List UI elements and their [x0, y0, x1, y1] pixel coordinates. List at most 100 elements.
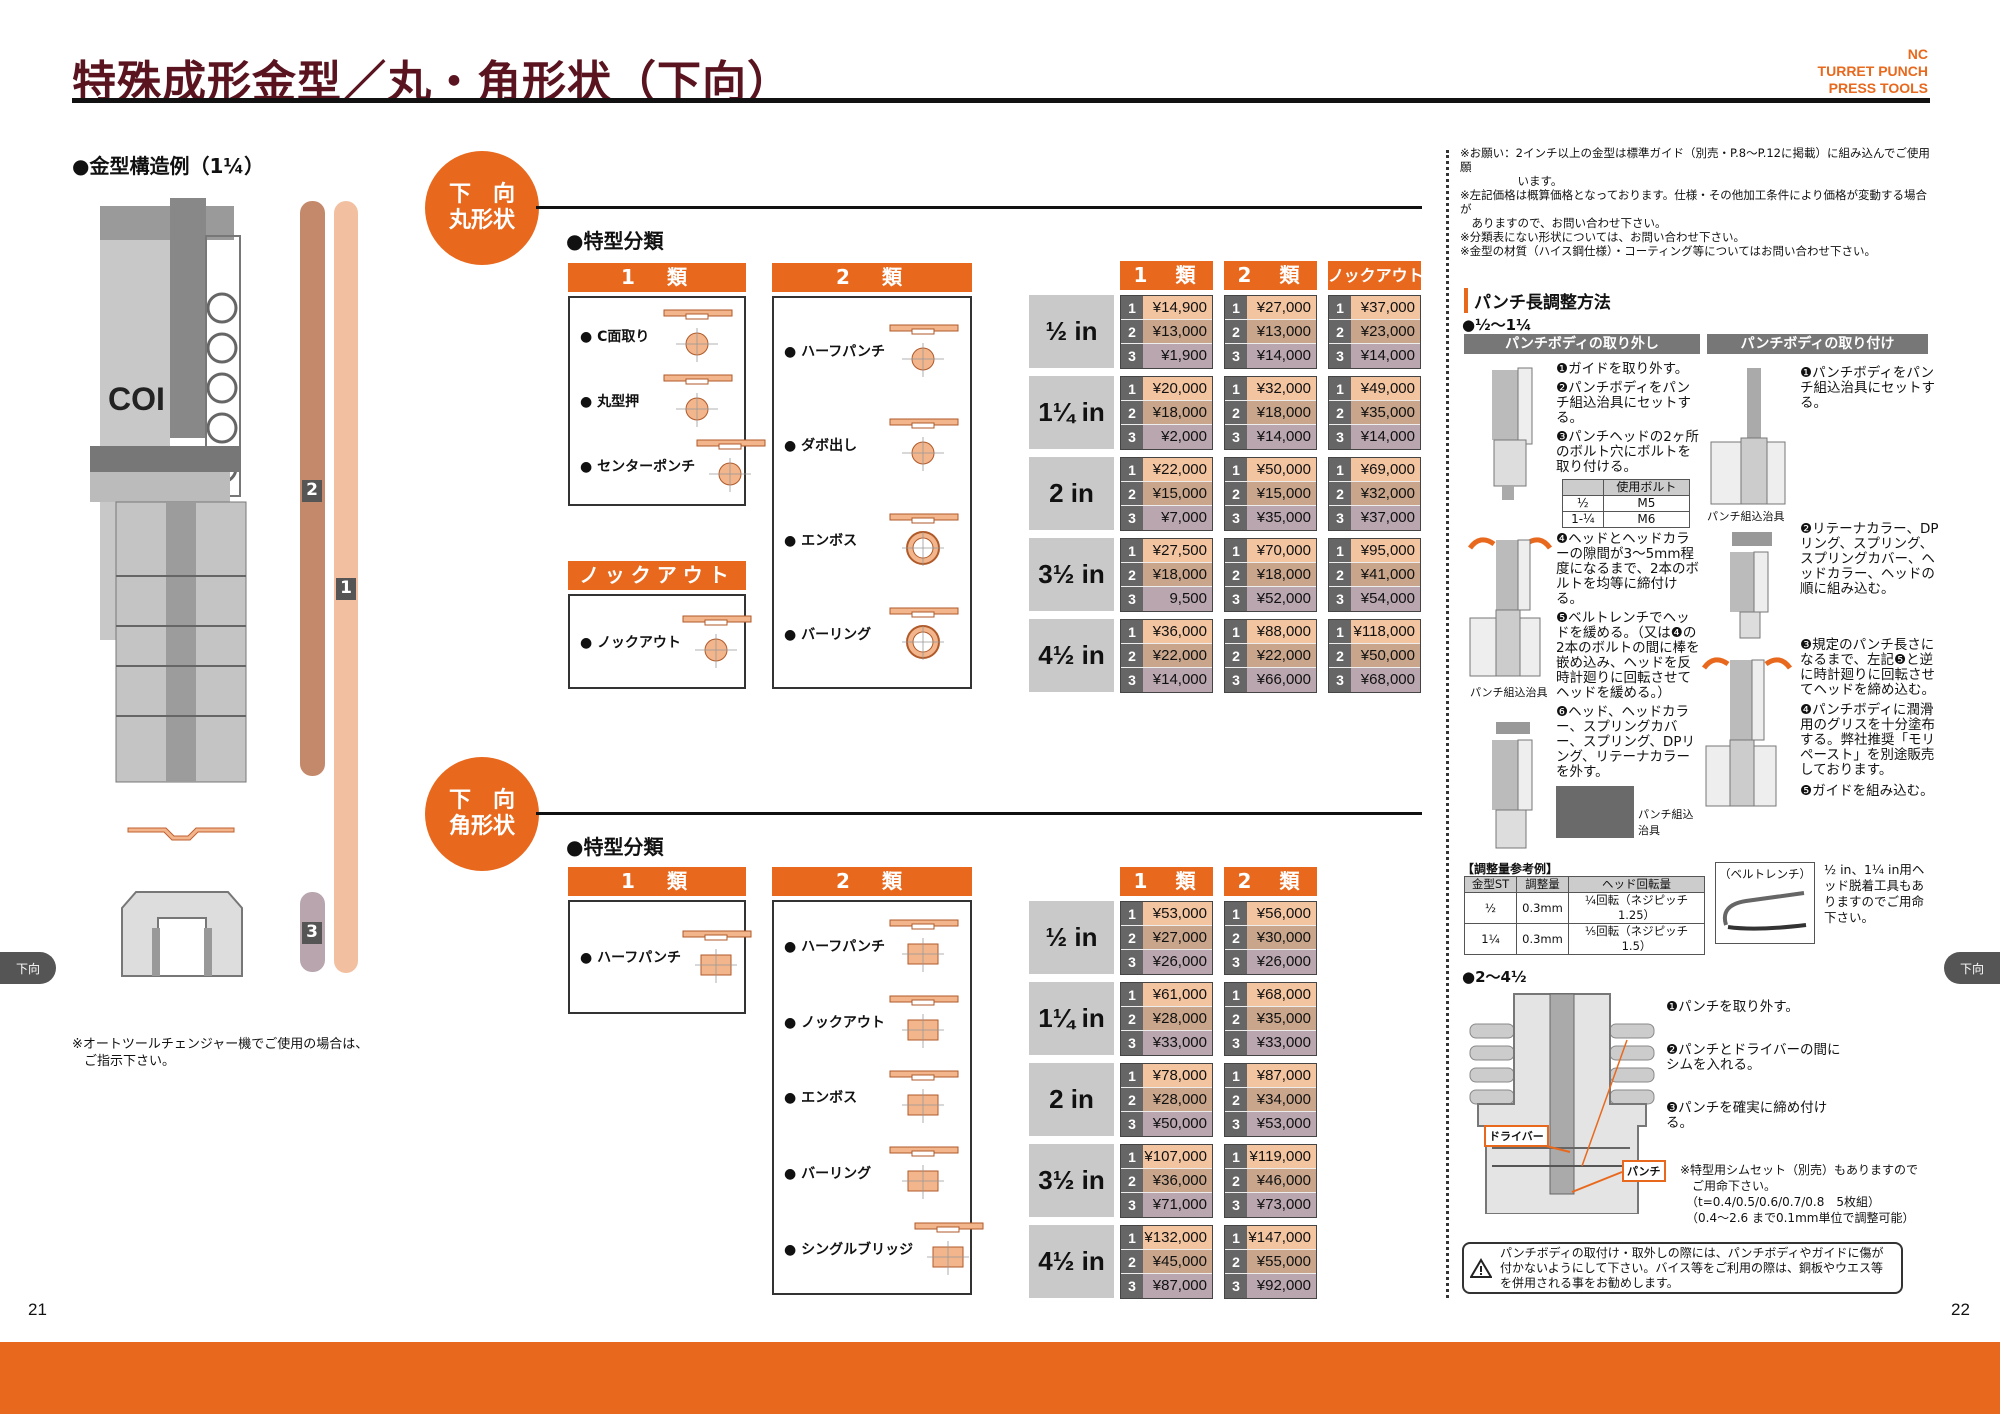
price-value: ¥32,000	[1351, 482, 1420, 505]
price-value: ¥35,000	[1247, 1007, 1316, 1030]
section-rule	[536, 206, 1422, 209]
atc-note: ※オートツールチェンジャー機でご使用の場合は、 ご指示下さい。	[72, 1036, 368, 1070]
class-item: ● バーリング	[784, 1141, 960, 1205]
price-value: ¥23,000	[1351, 320, 1420, 343]
cell: ¼回転（ネジピッチ1.25）	[1568, 892, 1705, 924]
grade-number: 1	[1225, 902, 1247, 925]
class-header: 1 類	[568, 263, 746, 292]
large-steps: ❶パンチを取り外す。 ❷パンチとドライバーの間にシムを入れる。 ❸パンチを確実に…	[1666, 1000, 1846, 1131]
class-box: ● C面取り● 丸型押● センターポンチ	[568, 296, 766, 506]
price-value: ¥132,000	[1143, 1226, 1212, 1249]
price-value: ¥14,900	[1143, 296, 1212, 319]
price-row: 2¥15,000	[1225, 482, 1316, 506]
punch-in-jig-illustration	[1467, 537, 1553, 677]
grade-number: 3	[1329, 506, 1351, 530]
price-value: ¥7,000	[1143, 506, 1212, 530]
price-value: ¥1,900	[1143, 344, 1212, 368]
grade-number: 2	[1121, 401, 1143, 424]
cell: ⅕回転（ネジピッチ1.5）	[1568, 923, 1705, 955]
price-row: 3¥7,000	[1121, 506, 1212, 530]
grade-number: 2	[1225, 1250, 1247, 1273]
photo-caption: パンチ組込治具	[1638, 808, 1694, 837]
price-value: ¥55,000	[1247, 1250, 1316, 1273]
price-col-header: 1 類	[1120, 261, 1213, 290]
price-value: ¥71,000	[1143, 1193, 1212, 1217]
punch-driver-section-illustration	[1469, 993, 1655, 1214]
price-row: 3¥33,000	[1225, 1031, 1316, 1055]
square-knockout-icon	[888, 990, 960, 1054]
assembly-illustration	[1730, 532, 1772, 639]
price-row: 3¥50,000	[1121, 1112, 1212, 1136]
price-value: ¥87,000	[1143, 1274, 1212, 1298]
price-row: 3¥14,000	[1225, 344, 1316, 368]
grade-number: 1	[1121, 902, 1143, 925]
grade-number: 2	[1121, 644, 1143, 667]
price-value: ¥68,000	[1351, 668, 1420, 692]
install-header: パンチボディの取り付け	[1707, 334, 1928, 354]
note-line: ご用命下さい。	[1680, 1179, 1777, 1193]
grade-number: 1	[1121, 1145, 1143, 1168]
price-value: ¥28,000	[1143, 1007, 1212, 1030]
price-row: 3¥37,000	[1329, 506, 1420, 530]
grade-number: 1	[1225, 539, 1247, 562]
jig-caption: パンチ組込治具	[1470, 686, 1548, 699]
price-row: 3¥14,000	[1225, 425, 1316, 449]
section-rule	[536, 812, 1422, 815]
punch-body-in-jig-illustration	[1710, 368, 1786, 505]
cell: 0.3mm	[1516, 892, 1569, 924]
price-value: ¥33,000	[1143, 1031, 1212, 1055]
price-row: 1¥22,000	[1121, 458, 1212, 482]
side-tab-right[interactable]: 下向	[1944, 952, 2000, 984]
belt-wrench-box: （ベルトレンチ）	[1715, 862, 1815, 944]
class-item: ● センターポンチ	[580, 434, 766, 498]
cell: 0.3mm	[1516, 923, 1569, 955]
cell: 1-¼	[1562, 511, 1604, 528]
class-item: ● ノックアウト	[784, 990, 960, 1054]
price-row: 1¥27,000	[1225, 296, 1316, 320]
price-value: ¥33,000	[1247, 1031, 1316, 1055]
price-row: 3¥26,000	[1121, 950, 1212, 974]
class-item-label: ● C面取り	[580, 329, 650, 346]
price-row: 1¥32,000	[1225, 377, 1316, 401]
grade-number: 2	[1225, 563, 1247, 586]
price-value: ¥88,000	[1247, 620, 1316, 643]
price-row: 1¥36,000	[1121, 620, 1212, 644]
price-value: ¥87,000	[1247, 1064, 1316, 1087]
price-row: 1¥119,000	[1225, 1145, 1316, 1169]
single-bridge-icon	[913, 1217, 985, 1281]
badge-line: 角形状	[448, 814, 515, 839]
class-item-label: ● ノックアウト	[784, 1014, 885, 1031]
price-value: ¥78,000	[1143, 1064, 1212, 1087]
step: ❸パンチを確実に締め付ける。	[1666, 1100, 1828, 1131]
wrench-label: （ベルトレンチ）	[1719, 867, 1811, 881]
class-item: ● エンボス	[784, 508, 960, 572]
class-item: ● ハーフパンチ	[784, 914, 960, 978]
class-item-text: エンボス	[801, 532, 858, 549]
grade-number: 2	[1329, 563, 1351, 586]
step: ❸規定のパンチ長さになるまで、左記❺と逆に時計廻りに回転させてヘッドを締め込む。	[1800, 637, 1935, 698]
grade-number: 3	[1225, 1193, 1247, 1217]
class-header: ノックアウト	[568, 561, 746, 590]
oval-burring-icon	[888, 1141, 960, 1205]
die-structure-illustration: COI	[90, 198, 247, 783]
price-row: 2¥23,000	[1329, 320, 1420, 344]
class-item-text: バーリング	[801, 626, 872, 643]
price-value: ¥13,000	[1143, 320, 1212, 343]
price-value: ¥15,000	[1247, 482, 1316, 505]
shim-note: ※特型用シムセット（別売）もありますので ご用命下さい。 （t=0.4/0.5/…	[1680, 1162, 1918, 1226]
price-value: ¥53,000	[1247, 1112, 1316, 1136]
price-col-header: 1 類	[1120, 867, 1213, 896]
side-tab-left[interactable]: 下向	[0, 952, 56, 984]
cell: M6	[1602, 511, 1691, 528]
price-row: 1¥107,000	[1121, 1145, 1212, 1169]
class-item-label: ● エンボス	[784, 532, 858, 549]
